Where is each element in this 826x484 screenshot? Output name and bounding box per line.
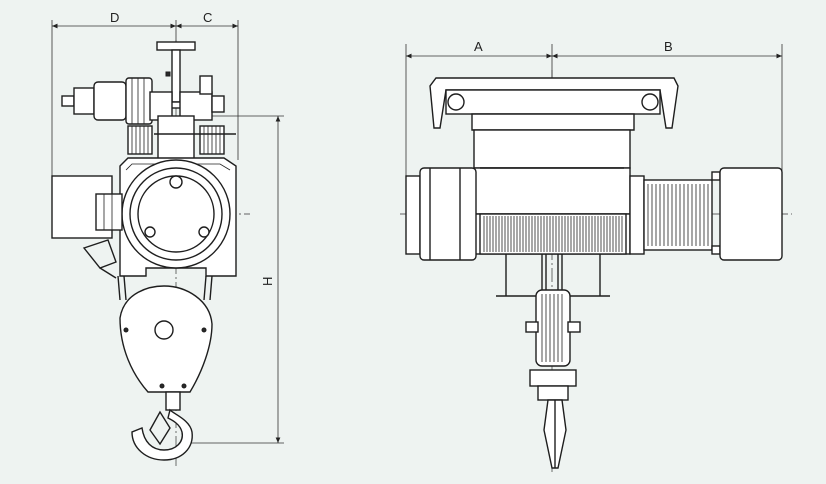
dimension-label-c: C bbox=[203, 10, 212, 25]
dimension-label-a: A bbox=[474, 39, 483, 54]
side-view: D C H bbox=[51, 10, 284, 466]
dimension-label-h: H bbox=[260, 277, 275, 286]
hoist-bracket bbox=[82, 239, 117, 279]
dimension-d-c: D C bbox=[51, 10, 239, 176]
hoist-body bbox=[119, 157, 237, 277]
front-hook-assembly bbox=[496, 254, 610, 469]
hoist-motor bbox=[51, 175, 123, 239]
front-hoist-motor bbox=[629, 167, 783, 261]
hoist-ropes bbox=[117, 275, 213, 301]
trolley-bracket bbox=[429, 77, 679, 149]
dimension-label-b: B bbox=[664, 39, 673, 54]
trolley-wheels bbox=[127, 115, 236, 161]
gearbox bbox=[405, 167, 477, 261]
dimension-label-d: D bbox=[110, 10, 119, 25]
trolley-motor bbox=[61, 71, 225, 125]
front-view: A B bbox=[400, 39, 792, 472]
hook bbox=[131, 391, 193, 461]
rope-drum bbox=[479, 213, 627, 255]
hook-block bbox=[119, 285, 213, 393]
